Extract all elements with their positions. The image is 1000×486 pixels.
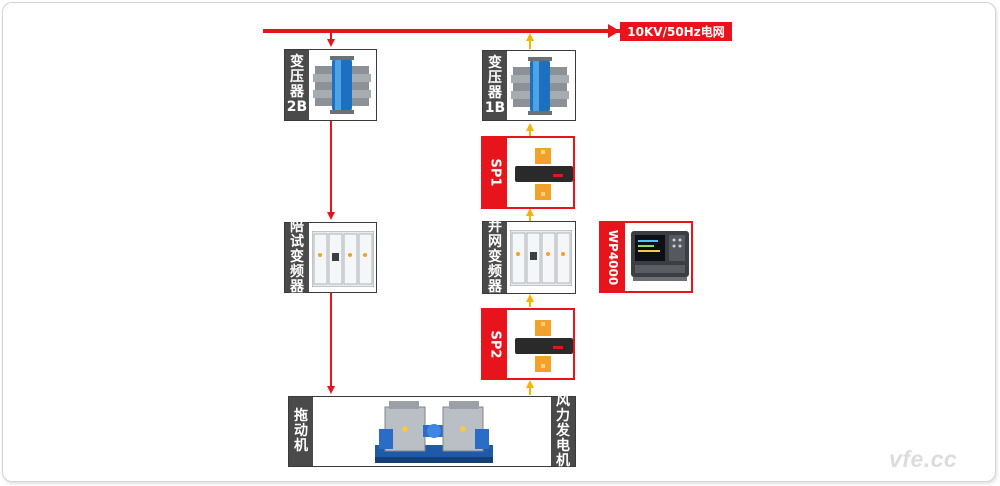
companion-inverter-icon	[312, 231, 374, 287]
transformer-2b-box: 变压器2B	[284, 49, 377, 121]
transformer-1b-icon	[511, 57, 569, 115]
analyzer-label: WP4000	[601, 223, 625, 291]
sensor-sp2-icon	[515, 320, 573, 372]
watermark: vfe.cc	[889, 446, 958, 472]
analyzer-icon	[631, 231, 689, 281]
motor-bench-icon	[375, 401, 493, 463]
transformer-1b-label: 变压器1B	[483, 51, 507, 120]
transformer-2b-icon	[313, 56, 371, 114]
grid-inverter-box: 并网变频器	[482, 220, 576, 295]
companion-inverter-label: 陪试变频器	[285, 220, 309, 295]
drive-motor-label: 拖动机	[289, 397, 313, 466]
transformer-1b-box: 变压器1B	[482, 50, 576, 121]
sensor-sp1-icon	[515, 148, 573, 200]
sensor-sp2-label: SP2	[483, 310, 507, 378]
wind-generator-label: 风力发电机	[551, 394, 575, 469]
motor-bench-box: 拖动机 风力发电机	[288, 394, 576, 469]
sensor-sp1-box: SP1	[481, 136, 575, 209]
grid-feed-arrow	[608, 24, 620, 38]
analyzer-box: WP4000	[599, 221, 693, 293]
transformer-2b-label: 变压器2B	[285, 50, 309, 120]
sensor-sp1-label: SP1	[483, 138, 507, 207]
grid-inverter-icon	[510, 230, 572, 286]
companion-inverter-box: 陪试变频器	[284, 220, 377, 295]
grid-label: 10KV/50Hz电网	[620, 22, 732, 41]
sensor-sp2-box: SP2	[481, 308, 575, 380]
grid-inverter-label: 并网变频器	[483, 220, 507, 295]
